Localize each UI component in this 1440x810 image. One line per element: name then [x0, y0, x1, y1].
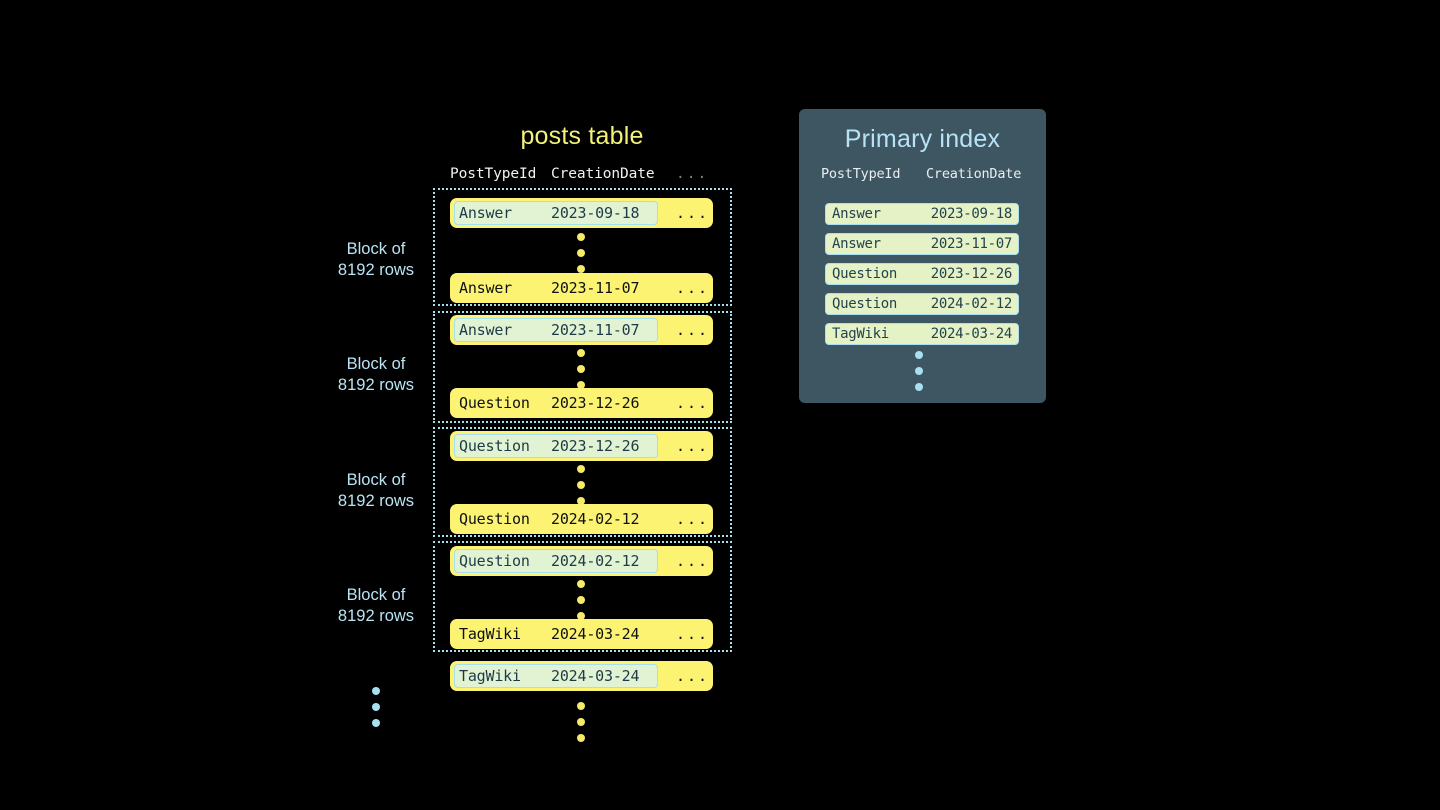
- index-cell-creation-date: 2024-02-12: [930, 296, 1013, 312]
- block-group: [433, 311, 732, 423]
- index-continuation-dots: [915, 351, 925, 391]
- index-cell-post-type-id: Answer: [832, 236, 881, 252]
- cell-post-type-id: Question: [459, 394, 530, 412]
- block-label-line1: Block of: [346, 240, 406, 258]
- row-ellipsis-dots: [577, 349, 587, 389]
- primary-index-title: Primary index: [844, 125, 1001, 153]
- cell-ellipsis: ...: [676, 394, 710, 412]
- block-label: Block of 8192 rows: [301, 585, 451, 627]
- cell-post-type-id: Question: [459, 437, 530, 455]
- posts-table-title: posts table: [520, 122, 644, 150]
- row-ellipsis-dots: [577, 233, 587, 273]
- index-cell-creation-date: 2023-09-18: [930, 206, 1013, 222]
- table-row: TagWiki 2024-03-24 ...: [450, 619, 713, 649]
- index-cell-post-type-id: Answer: [832, 206, 881, 222]
- block-label: Block of 8192 rows: [301, 470, 451, 512]
- block-group: [433, 188, 732, 306]
- column-header-creation-date: CreationDate: [551, 166, 655, 182]
- cell-creation-date: 2023-12-26: [551, 394, 640, 412]
- index-row: Question 2024-02-12: [825, 293, 1019, 315]
- primary-index-column-headers: PostTypeId CreationDate: [821, 166, 1024, 186]
- table-row: Question 2024-02-12 ...: [450, 546, 713, 576]
- index-cell-creation-date: 2024-03-24: [930, 326, 1013, 342]
- index-cell-creation-date: 2023-11-07: [930, 236, 1013, 252]
- cell-creation-date: 2024-03-24: [551, 667, 640, 685]
- cell-post-type-id: TagWiki: [459, 667, 521, 685]
- cell-ellipsis: ...: [676, 625, 710, 643]
- row-highlight-box: [454, 549, 658, 573]
- posts-table-column-headers: PostTypeId CreationDate ...: [450, 166, 713, 186]
- block-label-line2: 8192 rows: [337, 607, 415, 625]
- block-label-line2: 8192 rows: [337, 376, 415, 394]
- row-ellipsis-dots: [577, 580, 587, 620]
- index-column-header-creation-date: CreationDate: [926, 166, 1022, 182]
- cell-post-type-id: Answer: [459, 279, 512, 297]
- table-row: Answer 2023-09-18 ...: [450, 198, 713, 228]
- row-highlight-box: [454, 434, 658, 458]
- block-label: Block of 8192 rows: [301, 239, 451, 281]
- table-row: Answer 2023-11-07 ...: [450, 315, 713, 345]
- cell-ellipsis: ...: [676, 279, 710, 297]
- table-row: Answer 2023-11-07 ...: [450, 273, 713, 303]
- cell-post-type-id: TagWiki: [459, 625, 521, 643]
- table-row: TagWiki 2024-03-24 ...: [450, 661, 713, 691]
- cell-creation-date: 2023-11-07: [551, 321, 640, 339]
- block-label: Block of 8192 rows: [301, 354, 451, 396]
- index-cell-post-type-id: Question: [832, 266, 898, 282]
- column-header-ellipsis: ...: [676, 166, 709, 182]
- cell-ellipsis: ...: [676, 437, 710, 455]
- column-header-post-type-id: PostTypeId: [450, 166, 537, 182]
- row-highlight-box: [454, 664, 658, 688]
- block-group: [433, 541, 732, 652]
- cell-creation-date: 2023-09-18: [551, 204, 640, 222]
- cell-creation-date: 2023-11-07: [551, 279, 640, 297]
- index-row: TagWiki 2024-03-24: [825, 323, 1019, 345]
- row-highlight-box: [454, 318, 658, 342]
- cell-creation-date: 2024-02-12: [551, 510, 640, 528]
- index-cell-post-type-id: Question: [832, 296, 898, 312]
- cell-post-type-id: Question: [459, 552, 530, 570]
- cell-ellipsis: ...: [676, 510, 710, 528]
- row-highlight-box: [454, 201, 658, 225]
- row-ellipsis-dots: [577, 465, 587, 505]
- index-column-header-post-type-id: PostTypeId: [821, 166, 901, 182]
- block-group: [433, 427, 732, 537]
- cell-ellipsis: ...: [676, 204, 710, 222]
- block-label-line2: 8192 rows: [337, 492, 415, 510]
- table-row: Question 2024-02-12 ...: [450, 504, 713, 534]
- cell-creation-date: 2024-02-12: [551, 552, 640, 570]
- index-cell-creation-date: 2023-12-26: [930, 266, 1013, 282]
- block-label-line1: Block of: [346, 355, 406, 373]
- table-row: Question 2023-12-26 ...: [450, 431, 713, 461]
- block-label-line1: Block of: [346, 586, 406, 604]
- cell-post-type-id: Question: [459, 510, 530, 528]
- cell-ellipsis: ...: [676, 667, 710, 685]
- cell-post-type-id: Answer: [459, 321, 512, 339]
- block-label-line1: Block of: [346, 471, 406, 489]
- cell-post-type-id: Answer: [459, 204, 512, 222]
- cell-ellipsis: ...: [676, 552, 710, 570]
- index-cell-post-type-id: TagWiki: [832, 326, 889, 342]
- cell-creation-date: 2023-12-26: [551, 437, 640, 455]
- block-label-line2: 8192 rows: [337, 261, 415, 279]
- cell-ellipsis: ...: [676, 321, 710, 339]
- cell-creation-date: 2024-03-24: [551, 625, 640, 643]
- index-row: Answer 2023-09-18: [825, 203, 1019, 225]
- table-continuation-dots: [577, 702, 587, 742]
- index-row: Answer 2023-11-07: [825, 233, 1019, 255]
- table-row: Question 2023-12-26 ...: [450, 388, 713, 418]
- blocks-continuation-dots: [372, 687, 382, 727]
- index-row: Question 2023-12-26: [825, 263, 1019, 285]
